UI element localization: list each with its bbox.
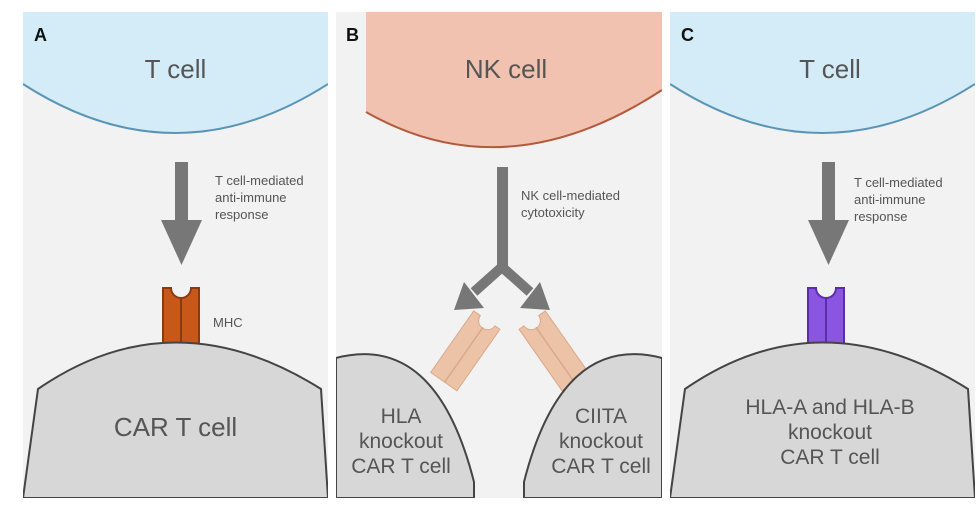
ciita-knockout-cell-shape (523, 353, 662, 498)
mhc-label: MHC (213, 315, 243, 330)
panel-a-drawing (23, 12, 328, 498)
panel-c-label: C (681, 25, 694, 45)
nk-arrow-left-branch (470, 263, 506, 296)
t-cell-membrane (670, 83, 975, 134)
t-cell-title: T cell (799, 54, 861, 84)
left-arrow-head-icon (454, 282, 484, 310)
panel-b-label: B (346, 25, 359, 45)
hla-receptor-left-icon (429, 310, 501, 392)
t-cell-shape (670, 12, 975, 133)
t-cell-membrane (23, 83, 328, 134)
panel-c: C T cell T cell-mediated anti-immune res… (670, 12, 975, 498)
nk-arrow-stem (497, 167, 508, 272)
nk-arrow-right-branch (498, 263, 534, 296)
knockout-car-t-cell-shape (670, 341, 975, 498)
panel-a: A T cell T cell-mediated anti-immune res… (23, 12, 328, 498)
panel-b-drawing (336, 12, 662, 498)
ciita-knockout-label: CIITA knockout CAR T cell (551, 405, 651, 478)
t-cell-response-text: T cell-mediated anti-immune response (854, 175, 943, 224)
down-arrow-icon (161, 162, 202, 265)
nk-cell-membrane (365, 89, 662, 149)
hla-ab-knockout-label: HLA-A and HLA-B knockout CAR T cell (745, 396, 915, 469)
nk-cell-title: NK cell (464, 54, 548, 84)
right-arrow-head-icon (520, 282, 550, 310)
t-cell-response-text: T cell-mediated anti-immune response (215, 173, 304, 222)
panel-b: B NK cell NK cell-mediated cytotoxicity … (336, 12, 662, 498)
panel-c-drawing (670, 12, 975, 498)
down-arrow-icon (808, 162, 849, 265)
hla-knockout-cell-shape (336, 353, 475, 498)
nk-cytotoxicity-text: NK cell-mediated cytotoxicity (521, 188, 620, 220)
car-t-cell-title: CAR T cell (113, 412, 238, 442)
nk-cell-shape (336, 12, 662, 148)
t-cell-shape (23, 12, 328, 133)
car-t-cell-shape (23, 341, 328, 498)
t-cell-title: T cell (144, 54, 207, 84)
hla-knockout-label: HLA knockout CAR T cell (351, 405, 451, 478)
hla-receptor-right-icon (518, 310, 590, 392)
panel-a-label: A (34, 25, 47, 45)
